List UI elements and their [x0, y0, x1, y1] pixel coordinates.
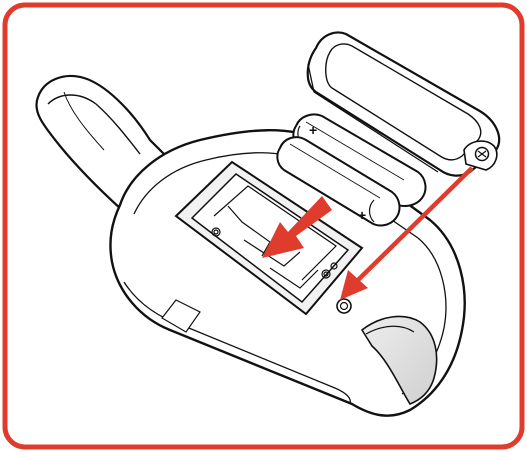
screw-hole-icon	[337, 299, 351, 313]
battery-2-plus: +	[358, 207, 366, 223]
screw-icon	[476, 148, 489, 161]
battery-1-plus: +	[309, 122, 317, 138]
